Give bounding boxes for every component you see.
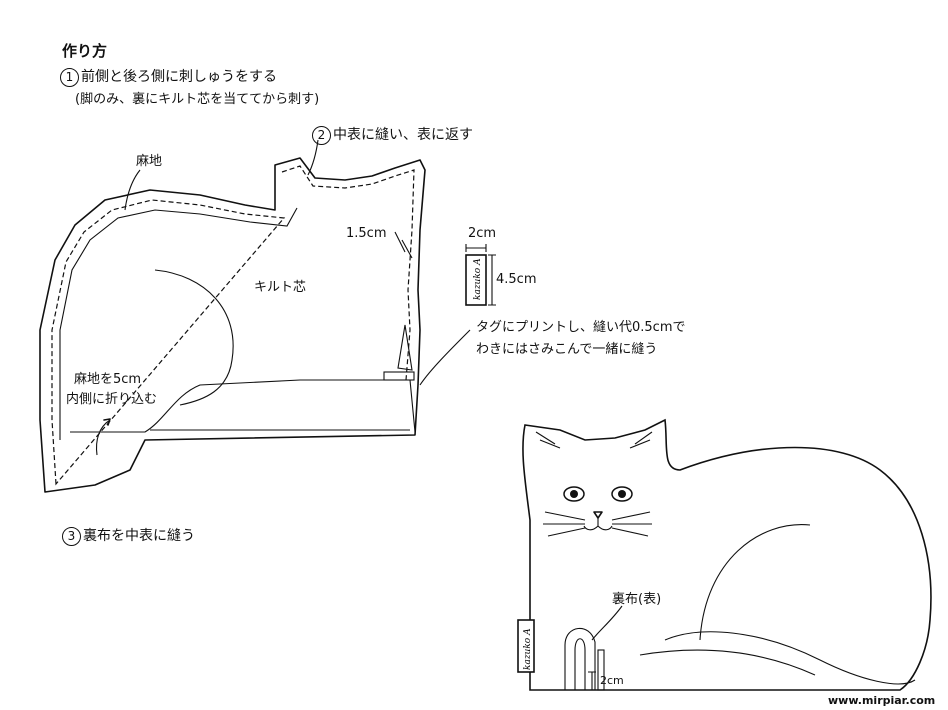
watermark: www.mirpiar.com (828, 694, 936, 707)
step-3-text: 裏布を中表に縫う (83, 528, 195, 544)
step-1-note: (脚のみ、裏にキルト芯を当ててから刺す) (75, 92, 320, 107)
label-quilt-batting: キルト芯 (254, 280, 307, 295)
step-2-number: 2 (312, 125, 331, 145)
pattern-outline (39, 157, 426, 493)
tag-print-text: kazuko A (473, 258, 483, 300)
page-title: 作り方 (62, 42, 108, 60)
cat-body-outline (522, 418, 932, 691)
label-tag-height: 4.5cm (496, 272, 537, 287)
seam-line (51, 165, 415, 486)
svg-text:kazuko A: kazuko A (523, 628, 533, 670)
label-tag-width: 2cm (468, 226, 497, 241)
label-linen: 麻地 (136, 154, 163, 169)
label-tag-note-1: タグにプリントし、縫い代0.5cmで (476, 320, 686, 335)
label-lining: 裏布(表) (612, 592, 662, 607)
step-1-number: 1 (60, 67, 79, 87)
label-seam: 1.5cm (346, 226, 387, 241)
label-fold-1: 麻地を5cm (74, 372, 142, 387)
step-1-text: 前側と後ろ側に刺しゅうをする (81, 69, 277, 85)
label-small-measure: 2cm (600, 674, 624, 687)
label-fold-2: 内側に折り込む (66, 392, 158, 407)
label-tag-note-2: わきにはさみこんで一緒に縫う (476, 342, 658, 357)
step-2-text: 中表に縫い、表に返す (333, 127, 473, 143)
step-3-number: 3 (62, 526, 81, 546)
tag (465, 254, 487, 306)
